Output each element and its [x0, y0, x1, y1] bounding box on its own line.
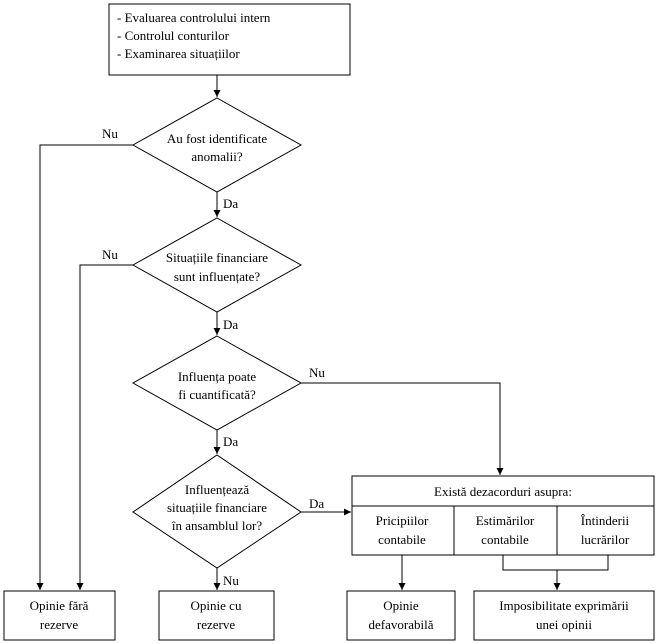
decision-influenced	[131, 217, 303, 313]
d2-no-label: Nu	[102, 247, 118, 262]
connector-d2-no	[76, 264, 133, 590]
d1-yes-label: Da	[223, 196, 238, 211]
d2-yes-label: Da	[223, 317, 238, 332]
d3-yes-label: Da	[223, 434, 238, 449]
d4-line-1: Influențează	[185, 482, 249, 497]
cell-principles-line-1: Pricipiilor	[376, 513, 429, 528]
outcome-unqualified-box	[3, 590, 116, 641]
start-line-3: - Examinarea situațiilor	[117, 46, 240, 61]
d4-yes-label: Da	[309, 496, 324, 511]
outcome-qualified-box	[158, 590, 275, 641]
outcome-qualified-line-1: Opinie cu	[191, 598, 242, 613]
cell-scope-line-2: lucrărilor	[581, 532, 630, 547]
d3-line-1: Influența poate	[178, 369, 257, 384]
outcome-disclaimer-box	[473, 590, 655, 641]
d4-line-2: situațiile financiare	[167, 500, 267, 515]
start-line-2: - Controlul conturilor	[117, 28, 230, 43]
cell-scope-line-1: Întinderii	[581, 513, 630, 528]
outcome-unqualified-line-2: rezerve	[40, 617, 78, 632]
outcome-disclaimer-line-2: unei opinii	[536, 617, 592, 632]
outcome-qualified-line-2: rezerve	[197, 617, 235, 632]
outcome-adverse-line-1: Opinie	[383, 598, 419, 613]
d1-no-label: Nu	[102, 126, 118, 141]
cell-estimates-line-1: Estimărilor	[476, 513, 535, 528]
d4-no-label: Nu	[223, 573, 239, 588]
d3-no-label: Nu	[309, 365, 325, 380]
disagreement-title: Există dezacorduri asupra:	[434, 484, 572, 499]
outcome-adverse-box	[346, 590, 456, 641]
d1-line-1: Au fost identificate	[167, 131, 268, 146]
start-line-1: - Evaluarea controlului intern	[117, 10, 271, 25]
outcome-unqualified-line-1: Opinie fără	[30, 598, 89, 613]
cell-principles-line-2: contabile	[378, 532, 426, 547]
connector-scope-join	[557, 555, 609, 571]
start-box	[108, 3, 351, 76]
d4-line-3: în ansamblul lor?	[171, 518, 262, 533]
d2-line-1: Situațiile financiare	[166, 250, 268, 265]
d3-line-2: fi cuantificată?	[178, 387, 256, 402]
connector-estimates-join	[502, 555, 557, 571]
d2-line-2: sunt influențate?	[174, 269, 261, 284]
cell-estimates-line-2: contabile	[481, 532, 529, 547]
connector-d1-no	[36, 144, 133, 590]
connector-d3-no	[301, 382, 504, 475]
outcome-disclaimer-line-1: Imposibilitate exprimării	[499, 598, 629, 613]
d1-line-2: anomalii?	[191, 149, 242, 164]
outcome-adverse-line-2: defavorabilă	[369, 617, 434, 632]
